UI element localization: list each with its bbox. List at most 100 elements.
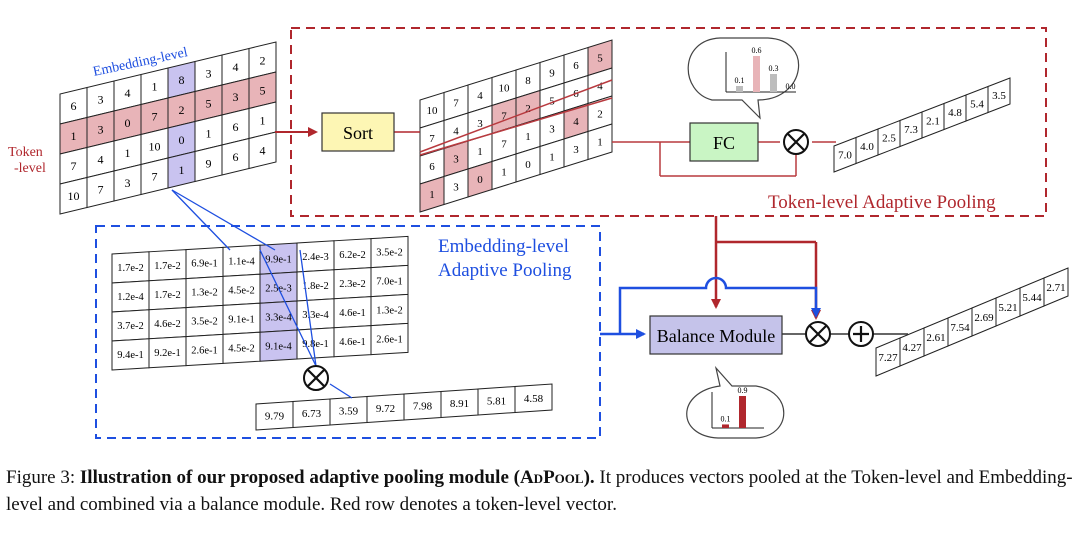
grid-cell-value: 3	[98, 122, 104, 136]
grid-cell-value: 3	[233, 90, 239, 104]
grid-cell-value: 9.4e-1	[117, 350, 144, 361]
grid-cell-value: 5.81	[487, 396, 506, 408]
grid-cell-value: 3	[206, 66, 212, 80]
grid-cell	[1043, 267, 1069, 307]
grid-cell-value: 3	[98, 92, 104, 106]
grid-cell-value: 4	[597, 81, 603, 93]
grid-cell-value: 6.73	[302, 408, 322, 420]
grid-cell-value: 9.79	[265, 411, 285, 423]
grid-cell-value: 4.5e-2	[228, 343, 255, 354]
grid-cell-value: 1	[429, 189, 435, 201]
grid-cell-value: 9.8e-1	[302, 339, 329, 350]
grid-cell-value: 2	[597, 109, 603, 121]
grid-cell-value: 8	[525, 75, 531, 87]
grid-cell-value: 2.3e-2	[339, 279, 366, 290]
grid-cell-value: 7	[501, 139, 507, 151]
grid-cell-value: 2.61	[926, 332, 945, 344]
grid-cell-value: 4.58	[524, 393, 544, 405]
weight-bar	[739, 396, 746, 428]
grid-cell-value: 4	[125, 86, 131, 100]
figure-caption: Figure 3: Illustration of our proposed a…	[6, 464, 1076, 518]
grid-cell-value: 5.44	[1022, 292, 1042, 304]
grid-cell-value: 2.5	[882, 133, 896, 145]
grid-cell-value: 2.4e-3	[302, 252, 329, 263]
grid-cell-value: 0	[125, 116, 131, 130]
grid-cell-value: 6	[573, 60, 579, 72]
grid-cell-value: 1	[179, 163, 185, 177]
weight-bar-label: 0.6	[752, 46, 762, 55]
weight-bar-label: 0.9	[738, 386, 748, 395]
connectors	[171, 79, 908, 399]
grid-cell-value: 4	[573, 116, 579, 128]
grid-cell-value: 5	[597, 53, 603, 65]
grid-cell-value: 3	[549, 124, 555, 136]
grid-cell-value: 4.5e-2	[228, 285, 255, 296]
caption-prefix: Figure 3:	[6, 467, 80, 488]
grid-cell-value: 1.7e-2	[154, 261, 181, 272]
grid-cell-value: 4.0	[860, 141, 874, 153]
grid-cell-value: 9	[549, 68, 555, 80]
grid-cell-value: 4.8	[948, 107, 962, 119]
grid-cell-value: 1.7e-2	[154, 290, 181, 301]
grid-cell-value: 1	[525, 131, 531, 143]
grid-cell-value: 1.2e-4	[117, 292, 144, 303]
grid-cell-value: 2.1	[926, 116, 940, 128]
weight-bar	[753, 56, 760, 92]
grid-cell-value: 1.8e-2	[302, 281, 329, 292]
grid-cell-value: 0	[477, 174, 483, 186]
weight-bar	[736, 86, 743, 92]
balance-weight-bubble: 0.1 0.9	[686, 365, 785, 439]
grid-cell-value: 4	[98, 152, 104, 166]
grid-cell-value: 1	[501, 167, 507, 179]
grid-cell-value: 2.69	[974, 312, 994, 324]
grid-cell-value: 9	[206, 156, 212, 170]
grid-cell-value: 7.98	[413, 401, 433, 413]
grid-cell-value: 7	[453, 98, 459, 110]
grid-cell-value: 1	[125, 146, 131, 160]
grid-cell-value: 1	[477, 146, 483, 158]
grid-cell-value: 9.1e-1	[228, 314, 255, 325]
grid-cell-value: 10	[149, 139, 161, 153]
sort-box	[321, 112, 395, 152]
weight-bar-label: 0.3	[769, 64, 779, 73]
grid-cell-value: 6	[429, 161, 435, 173]
grid-cell-value: 1	[152, 79, 158, 93]
caption-rest: It produces vectors pooled at the Token-…	[6, 467, 1073, 515]
grid-cell-value: 9.9e-1	[265, 254, 292, 265]
grid-cell-value: 10	[68, 189, 80, 203]
grid-cell-value: 3	[453, 182, 459, 194]
grid-cell-value: 1	[71, 129, 77, 143]
grid-cell-value: 7	[98, 182, 104, 196]
fc-label: FC	[713, 133, 735, 153]
grid-cell-value: 3.5e-2	[191, 317, 218, 328]
grid-cell-value: 4.6e-2	[154, 319, 181, 330]
balance-module-box	[649, 315, 783, 355]
grid-cell-value: 5.4	[970, 99, 984, 111]
grid-cell-value: 1	[260, 113, 266, 127]
weight-bar	[770, 74, 777, 92]
grid-cell-value: 7.3	[904, 124, 918, 136]
grid-cell-value: 4	[477, 90, 483, 102]
grid-cell-value: 7.54	[950, 322, 970, 334]
weight-bar-label: 0.1	[721, 414, 731, 423]
grid-cell-value: 6	[71, 99, 77, 113]
grid-cell-value: 1.3e-2	[191, 288, 218, 299]
grid-cell-value: 0	[525, 159, 531, 171]
grid-cell	[370, 322, 409, 356]
weight-bar-label: 0.0	[786, 82, 796, 91]
grid-cell-value: 10	[499, 83, 511, 95]
grid-cell-value: 3	[125, 176, 131, 190]
grid-cell-value: 2	[179, 103, 185, 117]
grid-cell-value: 7	[71, 159, 77, 173]
grid-cell-value: 7	[152, 169, 158, 183]
grid-cell-value: 2	[260, 53, 266, 67]
caption-bold: Illustration of our proposed adaptive po…	[79, 467, 520, 488]
embed-pool-title-1: Embedding-level	[438, 236, 569, 257]
grid-cell-value: 4.27	[902, 342, 922, 354]
grid-cell-value: 6	[233, 150, 239, 164]
grid-cell-value: 9.1e-4	[265, 341, 292, 352]
token-level-output-vector: 7.04.02.57.32.14.85.43.5	[833, 77, 1011, 173]
